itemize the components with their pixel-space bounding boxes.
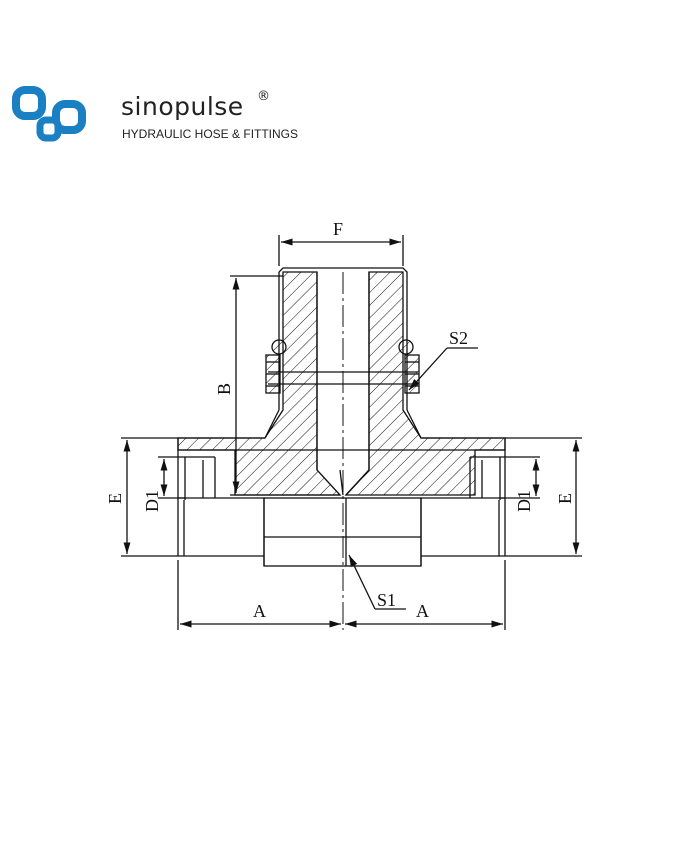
label-e-right: E [555,493,575,504]
body-outline [177,409,506,450]
label-f: F [333,219,343,239]
label-a-right: A [416,601,429,621]
label-e-left: E [105,493,125,504]
o-ring-right [398,339,414,355]
label-d1-right: D1 [514,490,534,512]
top-stud-outline [278,267,408,410]
brand-name: sinopulse [121,92,244,121]
o-ring-left [271,339,287,355]
label-s2: S2 [449,328,468,348]
label-d1-left: D1 [142,490,162,512]
label-b: B [214,383,234,395]
sinopulse-logo-icon [12,86,86,142]
label-s1: S1 [377,590,396,610]
label-a-left: A [253,601,266,621]
registered-mark: ® [257,89,270,104]
brand-tagline: HYDRAULIC HOSE & FITTINGS [122,127,299,141]
